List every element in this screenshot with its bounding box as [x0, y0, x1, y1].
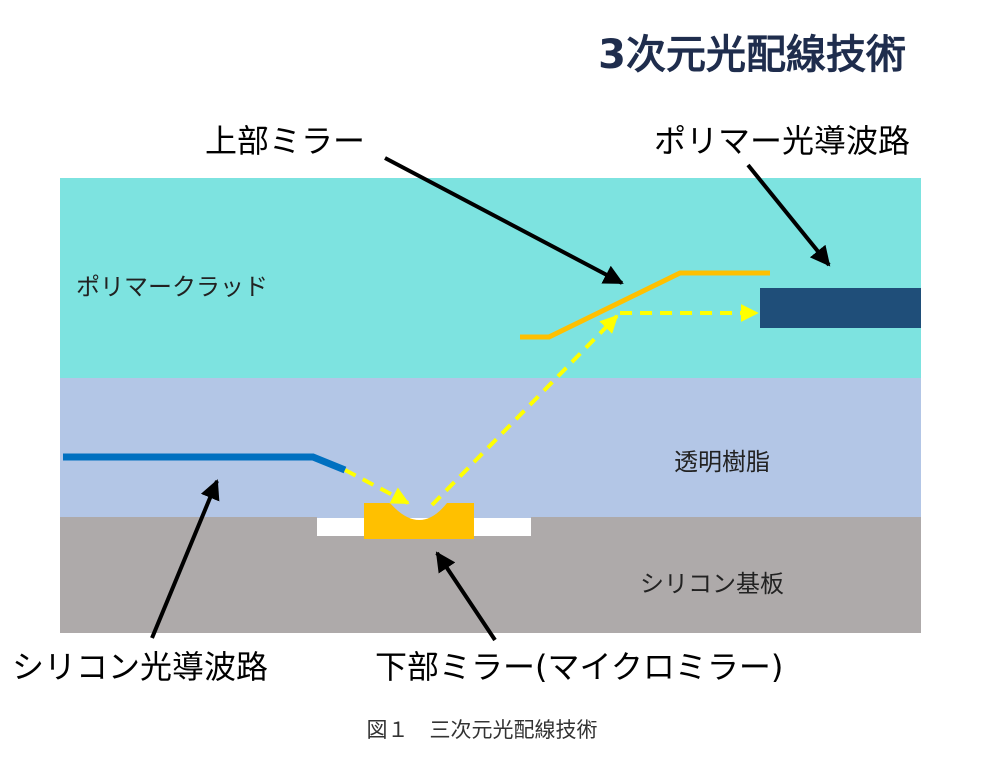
transparent-resin-label: 透明樹脂: [674, 448, 770, 476]
lower-mirror-arrow: [435, 551, 497, 642]
lower-micro-mirror: [364, 503, 474, 539]
upper-mirror-label: 上部ミラー: [205, 122, 365, 160]
polymer-waveguide-core: [760, 288, 921, 328]
figure-caption: 図１ 三次元光配線技術: [367, 718, 598, 742]
diagram-title: 3次元光配線技術: [598, 32, 906, 78]
upper-mirror-arrow: [384, 156, 624, 285]
polymer-clad-layer: [60, 178, 921, 378]
polymer-clad-label: ポリマークラッド: [76, 273, 268, 301]
lower-mirror-label: 下部ミラー(マイクロミラー): [375, 648, 783, 686]
light-path-segment-2: [430, 314, 619, 507]
upper-mirror: [520, 270, 770, 340]
light-path-segment-1: [344, 468, 410, 505]
silicon-waveguide: [63, 453, 347, 474]
silicon-substrate: [60, 517, 921, 633]
silicon-waveguide-label: シリコン光導波路: [12, 648, 268, 686]
silicon-substrate-label: シリコン基板: [640, 570, 784, 598]
polymer-waveguide-arrow: [746, 163, 831, 267]
silicon-waveguide-arrow: [150, 479, 220, 639]
polymer-waveguide-label: ポリマー光導波路: [654, 122, 910, 160]
